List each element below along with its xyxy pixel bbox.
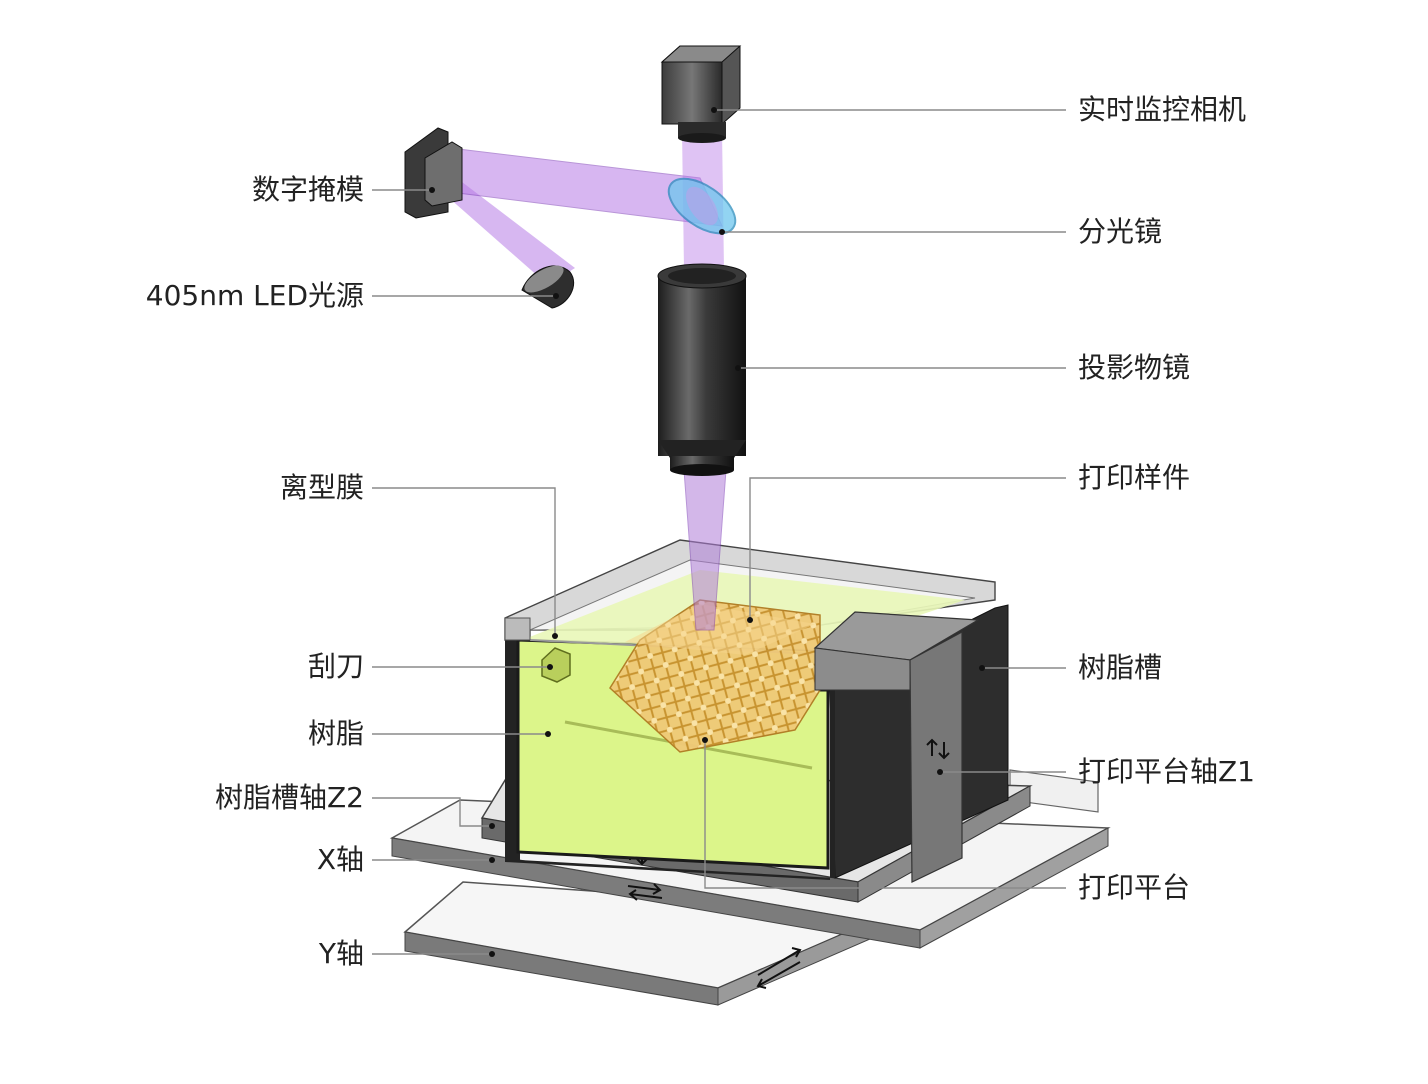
leader-lines <box>372 109 1066 955</box>
label-led-source: 405nm LED光源 <box>145 279 364 312</box>
print-platform <box>813 611 980 883</box>
label-print-platform: 打印平台 <box>1078 871 1191 904</box>
x-axis-arrows <box>627 883 663 901</box>
label-y-axis: Y轴 <box>318 937 364 970</box>
digital-mask <box>404 127 463 219</box>
leader-dots <box>429 107 985 957</box>
leader-print-platform <box>704 740 1066 889</box>
scraper <box>541 647 571 683</box>
camera <box>660 45 742 143</box>
label-scraper: 刮刀 <box>307 650 364 683</box>
label-release-film: 离型膜 <box>279 471 364 504</box>
label-camera: 实时监控相机 <box>1078 93 1247 126</box>
leader-print-sample <box>749 477 1066 620</box>
y-axis-arrows <box>756 947 802 989</box>
label-projection-lens: 投影物镜 <box>1078 351 1191 384</box>
label-beam-splitter: 分光镜 <box>1078 215 1163 248</box>
label-resin-vat: 树脂槽 <box>1078 651 1163 684</box>
label-print-sample: 打印样件 <box>1078 461 1191 494</box>
label-x-axis: X轴 <box>316 843 364 876</box>
platform-z1-arrows <box>926 738 950 760</box>
leader-release-film <box>372 487 556 636</box>
projection-lens <box>657 263 747 476</box>
label-platform-z1: 打印平台轴Z1 <box>1078 755 1255 788</box>
print-sample <box>609 599 821 753</box>
leader-vat-z2 <box>372 797 492 827</box>
label-vat-z2: 树脂槽轴Z2 <box>215 781 364 814</box>
beam-splitter <box>667 177 737 235</box>
light-beams <box>440 130 727 631</box>
label-digital-mask: 数字掩模 <box>251 173 364 206</box>
label-resin: 树脂 <box>307 717 364 750</box>
led-source <box>521 265 575 309</box>
